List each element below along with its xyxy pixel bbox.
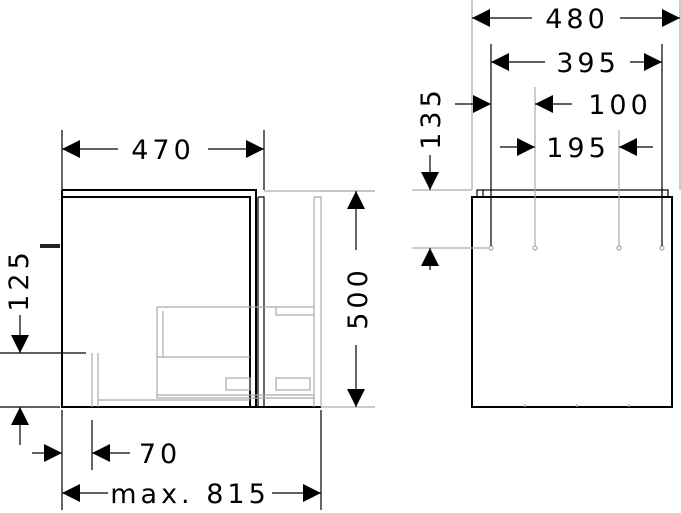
dimension-125: 125 — [4, 248, 35, 312]
dimension-195: 195 — [546, 133, 610, 164]
dimension-100: 100 — [588, 90, 652, 121]
side-view: 470 500 125 70 max. 815 — [0, 130, 375, 510]
handle-icon — [40, 244, 60, 248]
dimension-500: 500 — [343, 266, 374, 330]
dimension-135: 135 — [416, 86, 447, 150]
cabinet-front-outline — [471, 189, 673, 408]
drawer-outline — [91, 306, 314, 407]
dimension-max-815: max. 815 — [110, 479, 270, 510]
front-view: 480 395 100 195 135 — [412, 0, 681, 408]
dimension-395: 395 — [556, 48, 620, 79]
dimension-480: 480 — [545, 4, 609, 35]
dimension-70: 70 — [139, 439, 181, 470]
dimension-470: 470 — [131, 135, 195, 166]
mounting-holes — [488, 245, 665, 251]
cabinet-side-outline — [40, 189, 375, 408]
